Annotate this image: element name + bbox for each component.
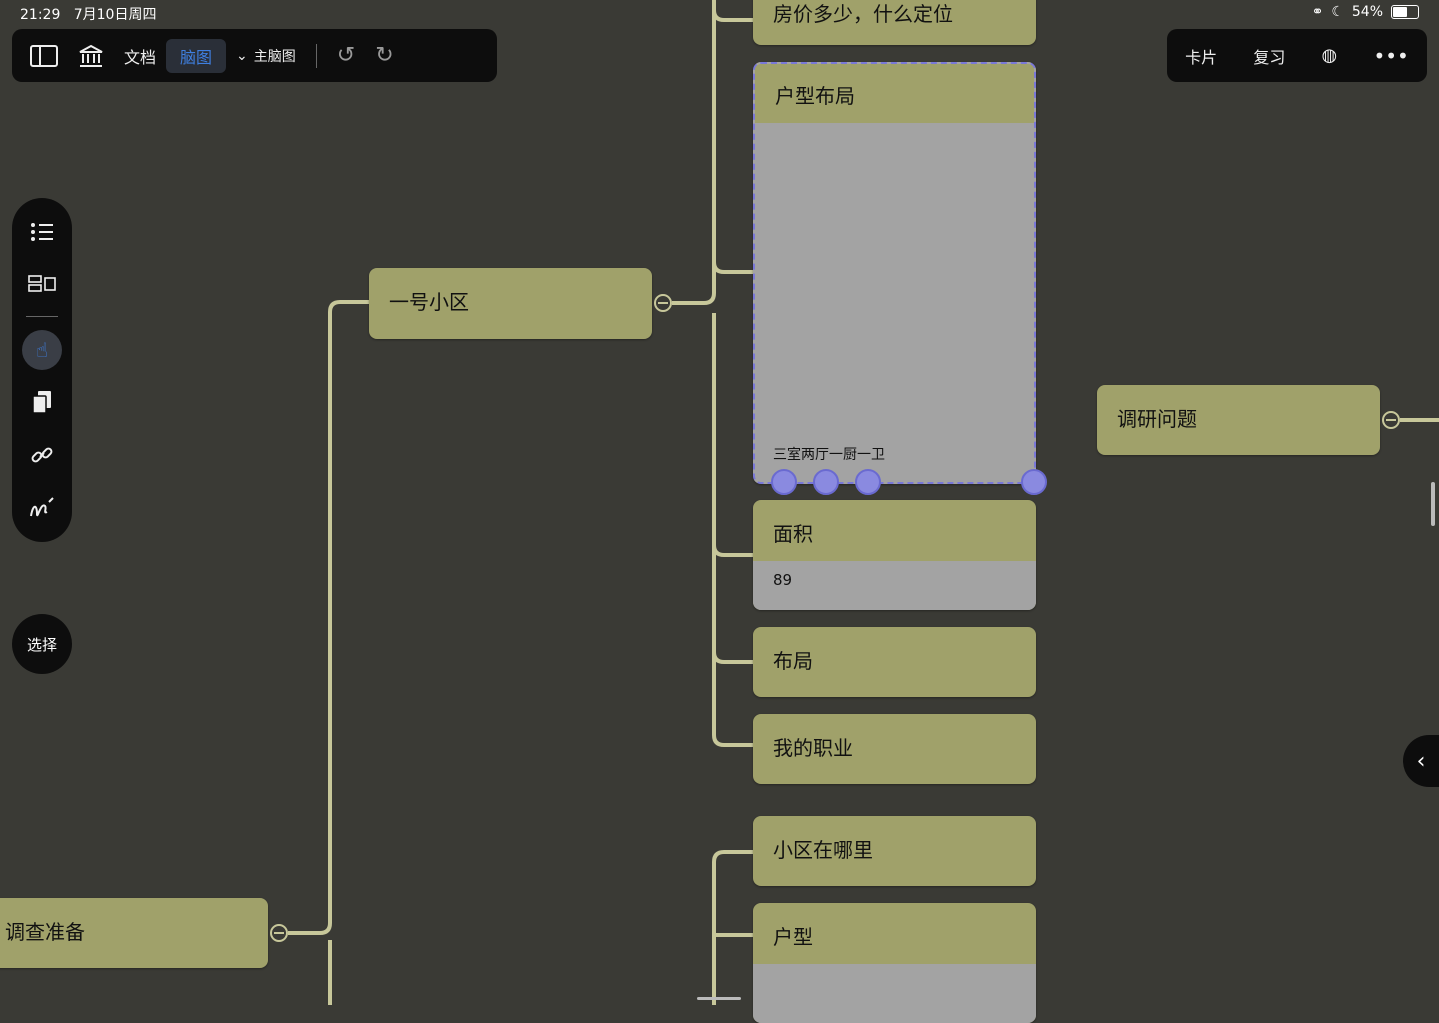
outline-list-icon[interactable] [12, 212, 72, 252]
node-body-text: 三室两厅一厨一卫 [773, 447, 885, 463]
web-search-icon[interactable]: ◍ [1321, 45, 1338, 66]
link-icon: ⚭ [1311, 4, 1324, 20]
more-icon[interactable]: ••• [1373, 43, 1409, 68]
node-prep[interactable]: 调查准备 [0, 898, 268, 968]
node-title: 一号小区 [389, 290, 469, 314]
node-title: 户型 [773, 925, 813, 949]
scrollbar[interactable] [1431, 482, 1435, 526]
side-toolbar: ☝ [12, 198, 72, 542]
battery-percent: 54% [1351, 4, 1383, 20]
node-title: 户型布局 [775, 84, 855, 108]
collapse-toggle-community[interactable] [654, 294, 672, 312]
node-title: 调研问题 [1117, 407, 1197, 431]
node-community[interactable]: 一号小区 [369, 268, 652, 339]
chevron-left-icon: ‹ [1416, 748, 1426, 774]
copy-icon[interactable] [12, 382, 72, 422]
clock: 21:29 [20, 7, 61, 23]
layout-icon[interactable] [12, 264, 72, 304]
library-icon[interactable] [68, 44, 114, 68]
node-where[interactable]: 小区在哪里 [753, 816, 1036, 886]
collapse-toggle-prep[interactable] [270, 924, 288, 942]
link-icon[interactable] [12, 435, 72, 475]
hand-pointer-icon[interactable]: ☝ [12, 330, 72, 370]
date: 7月10日周四 [73, 7, 157, 23]
node-layout-card[interactable]: 户型布局 三室两厅一厨一卫 [753, 62, 1047, 495]
cards-button[interactable]: 卡片 [1185, 47, 1218, 67]
review-button[interactable]: 复习 [1253, 47, 1286, 67]
resize-handle-icon[interactable] [1021, 469, 1047, 495]
node-bujv[interactable]: 布局 [753, 627, 1036, 697]
sidebar-toggle-icon[interactable] [12, 44, 68, 67]
redo-icon[interactable]: ↻ [375, 43, 394, 68]
select-button[interactable]: 选择 [12, 614, 72, 674]
node-title: 布局 [773, 649, 813, 673]
tab-doc[interactable]: 文档 [124, 47, 157, 67]
map-selector[interactable]: ⌄ 主脑图 [226, 46, 306, 66]
battery-icon [1391, 5, 1419, 19]
node-title: 房价多少，什么定位 [773, 2, 953, 26]
collapse-toggle-research[interactable] [1382, 411, 1400, 429]
node-body [753, 964, 1036, 1023]
main-toolbar: 文档 脑图 ⌄ 主脑图 ↺ ↻ [12, 29, 497, 82]
merge-icon[interactable] [813, 469, 839, 495]
right-toolbar: 卡片 复习 ◍ ••• [1167, 29, 1427, 82]
side-divider [26, 316, 58, 317]
node-title: 小区在哪里 [773, 838, 873, 862]
comment-icon[interactable] [771, 469, 797, 495]
node-title: 我的职业 [773, 736, 853, 760]
freehand-draw-icon[interactable] [12, 488, 72, 528]
panel-expand-button[interactable]: ‹ [1403, 735, 1439, 787]
split-icon[interactable] [855, 469, 881, 495]
node-area[interactable]: 面积 89 [753, 500, 1036, 610]
node-job[interactable]: 我的职业 [753, 714, 1036, 784]
toolbar-divider [315, 43, 317, 68]
status-bar-left: 21:29 7月10日周四 [20, 4, 156, 24]
map-name: 主脑图 [253, 48, 296, 65]
node-title: 面积 [773, 522, 813, 546]
tab-mindmap[interactable]: 脑图 [166, 38, 227, 73]
home-indicator [697, 997, 741, 1000]
node-research[interactable]: 调研问题 [1097, 385, 1380, 455]
node-title: 调查准备 [5, 920, 85, 944]
status-bar-right: ⚭ ☾ 54% [1312, 4, 1419, 20]
moon-icon: ☾ [1331, 4, 1344, 20]
undo-icon[interactable]: ↺ [336, 43, 356, 68]
node-price[interactable]: 房价多少，什么定位 [753, 0, 1036, 45]
node-huxing[interactable]: 户型 [753, 903, 1036, 1023]
chevron-down-icon: ⌄ [236, 47, 248, 64]
node-body-text: 89 [753, 561, 1036, 610]
